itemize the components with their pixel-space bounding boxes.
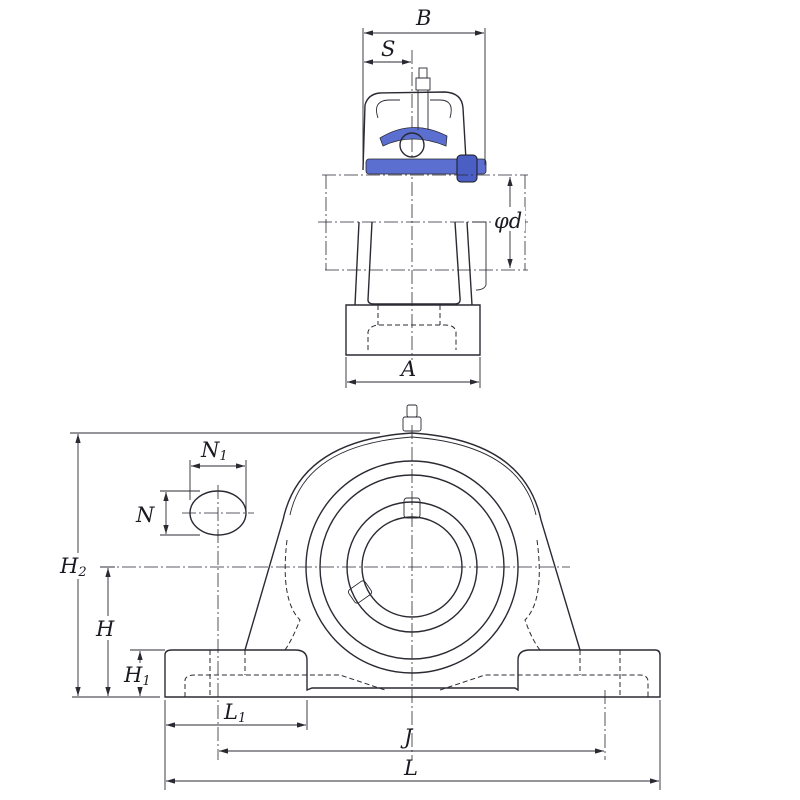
set-screw-nut xyxy=(456,154,478,183)
phi-d-label-bg xyxy=(493,207,525,231)
side-view: B S φd A xyxy=(318,6,528,388)
set-screw-side xyxy=(347,580,373,604)
base-hidden-lines xyxy=(184,650,649,697)
bore xyxy=(361,516,463,618)
h1-label-bg xyxy=(124,663,160,687)
h-label-bg xyxy=(94,616,122,640)
label-a: A xyxy=(399,357,416,381)
set-screw-top xyxy=(403,497,421,519)
inner-ring-section xyxy=(365,158,487,175)
base-block xyxy=(345,304,481,356)
pedestal xyxy=(354,221,473,306)
ball-icon xyxy=(399,132,425,158)
housing-hidden-lines xyxy=(284,539,541,651)
base-hidden-lines xyxy=(367,305,457,350)
housing-cap-inner xyxy=(376,99,452,119)
label-l: L xyxy=(403,756,418,780)
label-h2: H2 xyxy=(59,554,87,580)
h2-label-bg xyxy=(58,553,100,579)
front-view: N1 N H2 H H1 L1 J L xyxy=(58,404,661,790)
label-n1: N1 xyxy=(200,438,228,464)
label-l1: L1 xyxy=(223,700,246,726)
grease-fitting-front xyxy=(402,404,422,432)
label-n: N xyxy=(135,503,155,527)
label-b: B xyxy=(415,6,431,30)
base-feet xyxy=(164,649,661,698)
label-h: H xyxy=(95,617,115,641)
label-phi-d: φd xyxy=(494,209,522,233)
inner-ring-collar xyxy=(346,501,478,633)
collar-side xyxy=(472,221,487,291)
housing-cap xyxy=(362,91,467,171)
housing-outline-inner xyxy=(289,436,537,516)
bearing-seal xyxy=(319,474,505,660)
bearing-outer-ring xyxy=(305,460,519,674)
housing-outline xyxy=(244,432,581,651)
grease-fitting-side xyxy=(415,67,431,130)
label-h1: H1 xyxy=(123,663,151,689)
label-j: J xyxy=(400,725,414,749)
outer-ring-section xyxy=(379,127,448,147)
label-s: S xyxy=(381,37,395,61)
